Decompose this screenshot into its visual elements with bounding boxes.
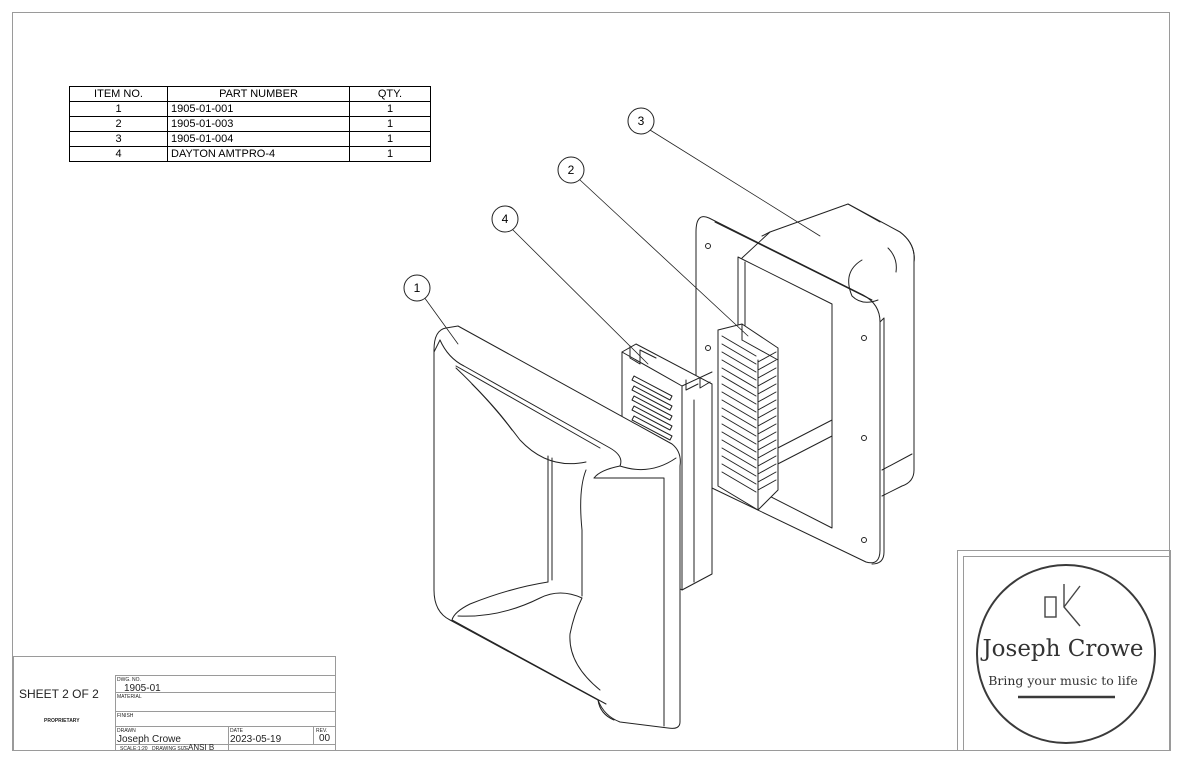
title-block-divider [115, 744, 336, 745]
bom-header-row: ITEM NO. PART NUMBER QTY. [69, 86, 431, 102]
balloon-label: 2 [568, 163, 575, 177]
balloon-label: 4 [502, 212, 509, 226]
title-block-divider [115, 692, 336, 693]
drawn-label: DRAWN [117, 728, 136, 734]
title-block-divider [115, 675, 116, 751]
balloon-2: 2 [557, 156, 585, 184]
bom-item: 4 [69, 146, 168, 162]
bom-part: DAYTON AMTPRO-4 [167, 146, 350, 162]
part-driver-fins [717, 323, 779, 511]
title-block-divider [313, 726, 314, 744]
proprietary-label: PROPRIETARY [44, 718, 80, 724]
scale-value: SCALE:1:20 [120, 746, 148, 752]
rev-value: 00 [319, 733, 331, 744]
date-value: 2023-05-19 [230, 734, 282, 745]
title-block-divider [115, 726, 336, 727]
dwg-no-label: DWG. NO. [117, 677, 141, 683]
title-block: SHEET 2 OF 2 PROPRIETARY DWG. NO. 1905-0… [13, 656, 336, 752]
title-block-divider [115, 675, 336, 676]
title-block-divider [115, 711, 336, 712]
part-waveguide-horn [433, 325, 681, 729]
table-row: 2 1905-01-003 1 [69, 116, 431, 132]
balloon-4: 4 [491, 205, 519, 233]
finish-label: FINISH [117, 713, 134, 719]
bom-qty: 1 [349, 146, 431, 162]
table-row: 1 1905-01-001 1 [69, 101, 431, 117]
balloon-label: 3 [638, 114, 645, 128]
balloon-1: 1 [403, 274, 431, 302]
logo-name: Joseph Crowe [982, 636, 1144, 662]
date-label: DATE [230, 728, 243, 734]
sheet-border [12, 12, 1170, 751]
drawn-value: Joseph Crowe [117, 734, 181, 745]
title-block-divider [228, 726, 229, 751]
bill-of-materials-table: ITEM NO. PART NUMBER QTY. 1 1905-01-001 … [69, 86, 431, 162]
table-row: 4 DAYTON AMTPRO-4 1 [69, 146, 431, 162]
logo-tagline: Bring your music to life [988, 673, 1138, 688]
logo-mark-icon [1044, 584, 1081, 627]
bom-part: 1905-01-001 [167, 101, 350, 117]
logo-frame-inner [963, 556, 1170, 751]
sheet-number: SHEET 2 OF 2 [19, 687, 99, 701]
balloon-label: 1 [414, 281, 421, 295]
rev-label: REV. [316, 728, 328, 734]
balloon-3: 3 [627, 107, 655, 135]
drawing-size-label: DRAWING SIZE [152, 746, 189, 752]
leader-lines [423, 129, 821, 365]
material-label: MATERIAL [117, 694, 142, 700]
bom-header-part: PART NUMBER [167, 86, 350, 102]
dwg-no-value: 1905-01 [124, 683, 161, 694]
drawing-size-value: ANSI B [188, 743, 215, 752]
